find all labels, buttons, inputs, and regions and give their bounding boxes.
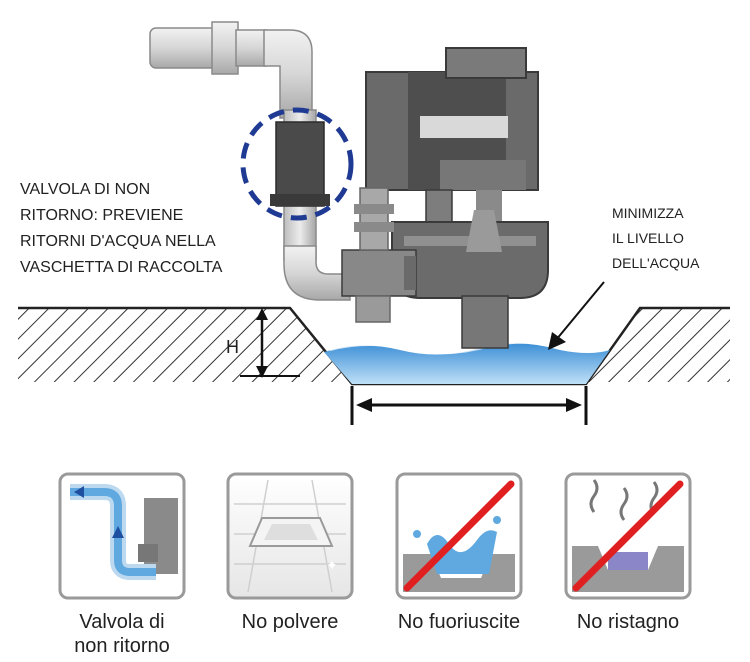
ceiling-cassette-icon: ✦	[226, 472, 354, 600]
width-dimension-arrow	[350, 386, 588, 425]
caption-no-spill: No fuoriuscite	[379, 610, 539, 634]
discharge-pipe	[149, 21, 417, 323]
check-valve-highlight	[240, 107, 354, 221]
caption-no-spill-line-1: No fuoriuscite	[397, 611, 521, 633]
caption-check-valve-line-2: non ritorno	[74, 635, 170, 657]
valve-callout-line-4: VASCHETTA DI RACCOLTA	[20, 259, 223, 276]
water-callout-line-1: MINIMIZZA	[612, 205, 684, 221]
caption-check-valve: Valvola di non ritorno	[42, 610, 202, 658]
svg-text:✦: ✦	[326, 558, 338, 574]
drain-pump	[365, 47, 549, 349]
water-callout-line-3: DELL'ACQUA	[612, 255, 700, 271]
stagnant-water-icon	[564, 472, 692, 600]
water-level-callout: MINIMIZZA IL LIVELLO DELL'ACQUA	[548, 205, 700, 350]
height-dimension: H	[226, 308, 300, 378]
valve-callout: VALVOLA DI NON RITORNO: PREVIENE RITORNI…	[20, 181, 223, 276]
check-valve-icon	[58, 472, 186, 600]
caption-no-dust: No polvere	[210, 610, 370, 634]
water-pool	[324, 341, 610, 384]
valve-callout-line-1: VALVOLA DI NON	[20, 181, 150, 198]
water-spill-icon	[395, 472, 523, 600]
valve-callout-line-2: RITORNO: PREVIENE	[20, 207, 183, 224]
water-callout-line-2: IL LIVELLO	[612, 230, 684, 246]
height-label: H	[226, 337, 239, 357]
caption-no-dust-line-1: No polvere	[241, 611, 339, 633]
caption-check-valve-line-1: Valvola di	[79, 611, 165, 633]
caption-no-stagnation: No ristagno	[548, 610, 708, 634]
caption-no-stagnation-line-1: No ristagno	[576, 611, 680, 633]
valve-callout-line-3: RITORNI D'ACQUA NELLA	[20, 233, 216, 250]
